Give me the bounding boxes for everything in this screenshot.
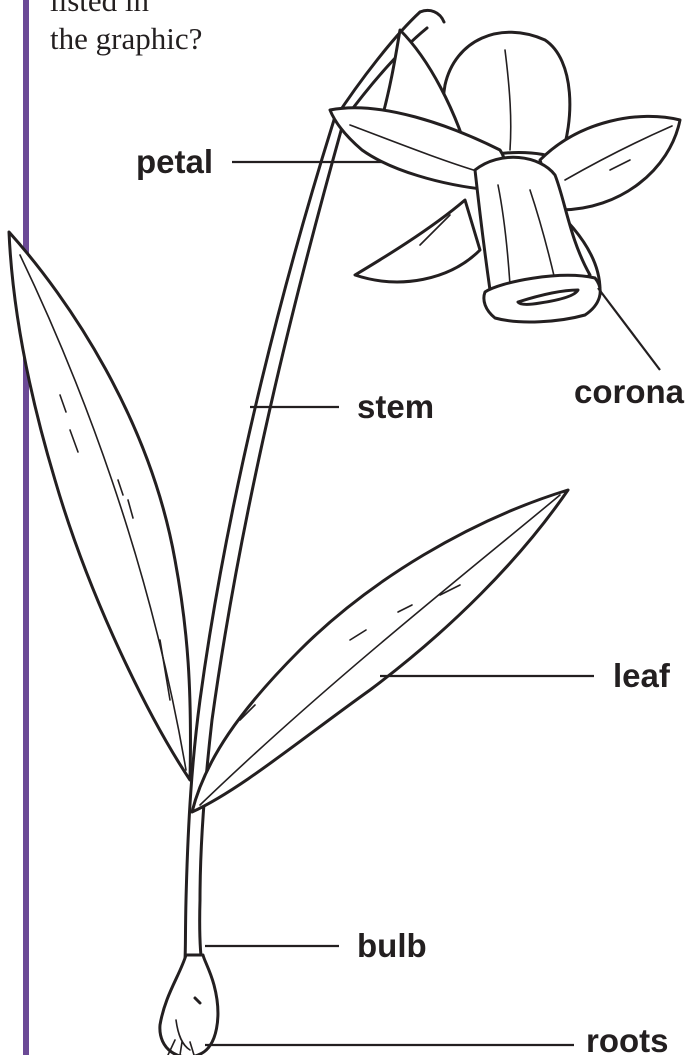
bulb-label: bulb [357,927,427,964]
roots-label: roots [586,1022,669,1055]
corona-label: corona [574,373,685,410]
right-leaf [192,490,568,812]
corona-leader-line [598,288,660,370]
petal-label: petal [136,143,213,180]
left-leaf [9,232,190,780]
leaf-label: leaf [613,657,671,694]
bulb [160,955,218,1055]
stem-label: stem [357,388,434,425]
